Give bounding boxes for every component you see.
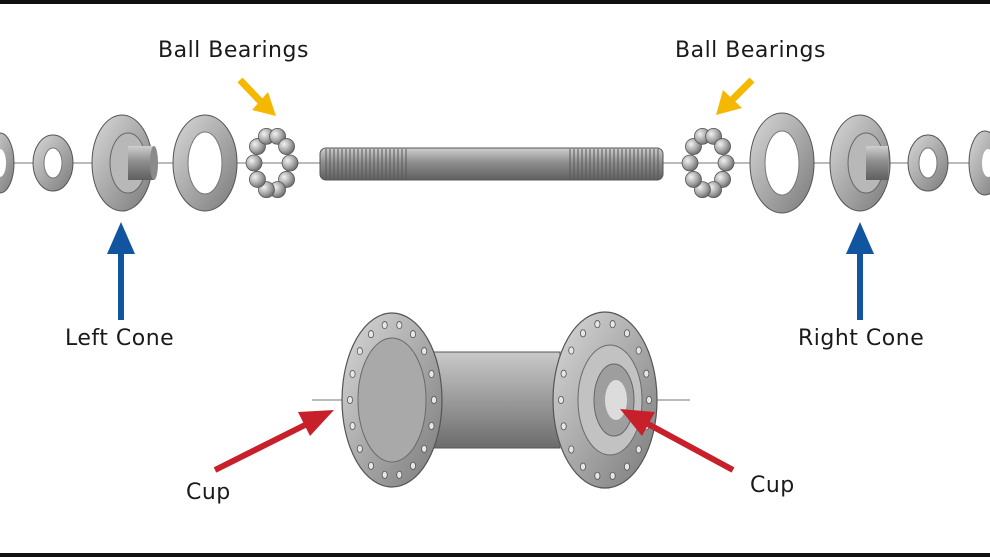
right-dust-cap-icon xyxy=(749,112,815,214)
bearing-ball xyxy=(717,154,735,172)
bearing-ball xyxy=(278,138,295,155)
right-cone-label: Right Cone xyxy=(798,326,925,351)
right-locknut-icon xyxy=(968,130,990,196)
ball-bearings-right-label: Ball Bearings xyxy=(675,38,826,63)
left-cone-arrow-icon xyxy=(107,222,135,320)
ball-bearings-left-label: Ball Bearings xyxy=(158,38,309,63)
bearing-ball xyxy=(281,154,299,172)
right-cone-arrow-icon xyxy=(846,222,874,320)
cup-right-label: Cup xyxy=(750,473,795,498)
right-cone-icon xyxy=(829,114,891,212)
cup-left-arrow-icon xyxy=(213,410,334,473)
axle-icon xyxy=(319,147,664,181)
left-cone-label: Left Cone xyxy=(65,326,175,351)
left-cone-icon xyxy=(91,114,158,212)
right-ball-bearings-icon xyxy=(681,127,735,199)
ball-bearings-left-arrow-icon xyxy=(237,77,276,116)
left-locknut-icon xyxy=(0,132,15,194)
hub-shell-icon xyxy=(312,311,690,489)
left-spacer-icon xyxy=(32,134,74,192)
bearing-ball xyxy=(714,138,731,155)
left-ball-bearings-icon xyxy=(245,127,299,199)
ball-bearings-right-arrow-icon xyxy=(716,77,755,115)
cup-left-label: Cup xyxy=(186,480,231,505)
bearing-ball xyxy=(249,171,266,188)
left-dust-cap-icon xyxy=(172,114,238,212)
bearing-ball xyxy=(681,154,699,172)
bearing-ball xyxy=(245,154,263,172)
bearing-ball xyxy=(685,171,702,188)
cup-right-arrow-icon xyxy=(620,409,735,473)
right-spacer-icon xyxy=(907,134,949,192)
